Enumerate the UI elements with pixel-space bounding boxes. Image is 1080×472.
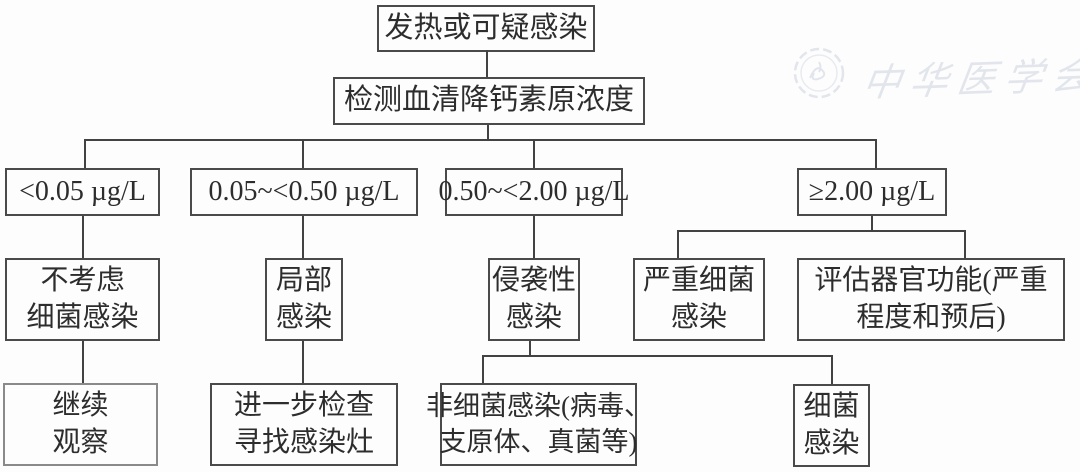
connector-bacterial-down (831, 355, 833, 384)
node-further-exam-line1: 进一步检查 (233, 390, 374, 422)
node-no-bacterial: 不考虑 细菌感染 (5, 258, 160, 341)
cma-watermark: 中华医学会 (790, 40, 1080, 110)
node-fever: 发热或可疑感染 (377, 5, 595, 52)
connector-range4-stub (871, 216, 873, 232)
connector-invasive-stub (529, 341, 531, 357)
stub-range2 (302, 139, 304, 168)
node-range-005-050: 0.05~<0.50 µg/L (190, 168, 418, 216)
connector-severe-down (677, 230, 679, 258)
stub-range3 (533, 139, 535, 168)
node-pct-test-label: 检测血清降钙素原浓度 (343, 84, 634, 117)
node-observe-line1: 继续 (52, 390, 109, 422)
node-range-050-200-label: 0.50~<2.00 µg/L (438, 175, 630, 207)
cma-emblem-icon (790, 44, 848, 107)
split-line-ge200 (677, 230, 966, 232)
connector-further-down (302, 341, 304, 383)
node-local-infection: 局部 感染 (265, 258, 343, 341)
node-further-exam-line2: 寻找感染灶 (233, 426, 374, 458)
node-bacterial: 细菌 感染 (793, 384, 870, 467)
node-range-lt005-label: <0.05 µg/L (19, 175, 146, 207)
node-range-ge200: ≥2.00 µg/L (797, 168, 947, 216)
node-fever-label: 发热或可疑感染 (384, 11, 588, 44)
connector-observe-down (82, 341, 84, 383)
node-range-ge200-label: ≥2.00 µg/L (808, 175, 936, 207)
connector-organ-down (964, 230, 966, 258)
node-pct-test: 检测血清降钙素原浓度 (333, 77, 645, 125)
node-local-infection-line1: 局部 (275, 265, 332, 297)
node-severe-bacterial-line1: 严重细菌 (642, 265, 755, 297)
node-nonbacterial: 非细菌感染(病毒、 支原体、真菌等) (426, 383, 651, 466)
split-line-invasive (482, 355, 833, 357)
connector-range1-down (82, 216, 84, 258)
node-invasive-infection-line1: 侵袭性 (491, 265, 576, 297)
node-bacterial-line2: 感染 (803, 427, 860, 459)
node-local-infection-line2: 感染 (275, 301, 332, 333)
connector-nonbacterial-down (482, 355, 484, 383)
cma-watermark-text: 中华医学会 (859, 54, 1080, 105)
stub-range4 (875, 139, 877, 168)
connector-test-distributor (487, 125, 489, 141)
connector-fever-test (486, 50, 488, 77)
node-invasive-infection: 侵袭性 感染 (488, 258, 580, 341)
node-range-005-050-label: 0.05~<0.50 µg/L (208, 175, 400, 207)
node-no-bacterial-line1: 不考虑 (40, 265, 125, 297)
node-organ-assess: 评估器官功能(严重 程度和预后) (797, 258, 1065, 341)
node-severe-bacterial: 严重细菌 感染 (633, 258, 765, 341)
node-severe-bacterial-line2: 感染 (670, 301, 727, 333)
node-bacterial-line1: 细菌 (803, 391, 860, 423)
distributor-line (84, 139, 877, 141)
node-invasive-infection-line2: 感染 (505, 301, 562, 333)
node-further-exam: 进一步检查 寻找感染灶 (210, 383, 398, 466)
node-observe: 继续 观察 (3, 383, 158, 466)
connector-range3-down (533, 216, 535, 258)
node-range-lt005: <0.05 µg/L (5, 168, 160, 216)
node-organ-assess-line2: 程度和预后) (856, 301, 1006, 333)
node-range-050-200: 0.50~<2.00 µg/L (439, 168, 629, 216)
node-nonbacterial-line2: 支原体、真菌等) (439, 426, 638, 457)
node-observe-line2: 观察 (52, 426, 109, 458)
stub-range1 (84, 139, 86, 168)
node-organ-assess-line1: 评估器官功能(严重 (814, 265, 1048, 297)
node-nonbacterial-line1: 非细菌感染(病毒、 (426, 391, 651, 422)
connector-range2-down (302, 216, 304, 258)
node-no-bacterial-line2: 细菌感染 (26, 301, 139, 333)
